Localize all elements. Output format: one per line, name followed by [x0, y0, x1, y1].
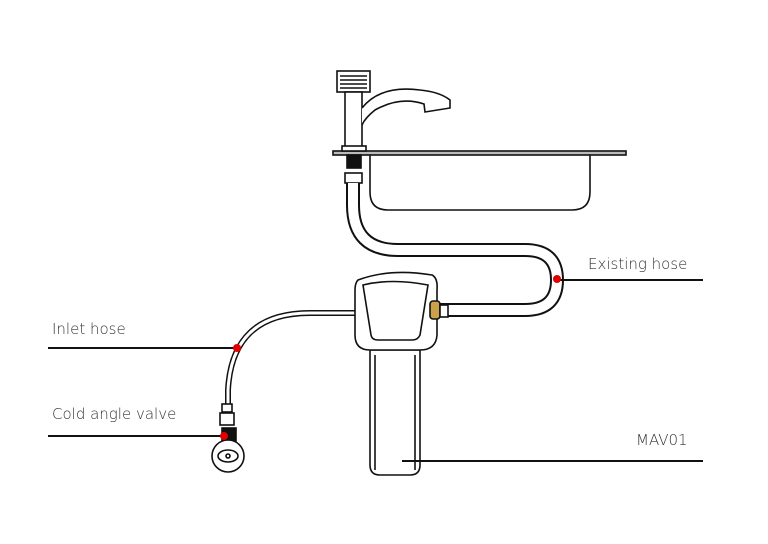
existing-hose: [346, 183, 564, 317]
faucet-connector: [346, 154, 362, 169]
sink: [332, 150, 627, 211]
filter-unit: [354, 271, 449, 476]
faucet: [336, 70, 451, 152]
existing-hose-marker: [553, 275, 561, 283]
inlet-hose-label: Inlet hose: [52, 320, 126, 338]
inlet-hose: [225, 310, 356, 405]
angle-valve-marker: [220, 432, 228, 440]
hose-connector: [344, 172, 363, 184]
existing-hose-label: Existing hose: [588, 255, 688, 273]
model-label: MAV01: [636, 431, 688, 449]
angle-valve: [211, 403, 245, 473]
inlet-hose-marker: [233, 344, 241, 352]
cold-angle-valve-label: Cold angle valve: [52, 405, 177, 423]
